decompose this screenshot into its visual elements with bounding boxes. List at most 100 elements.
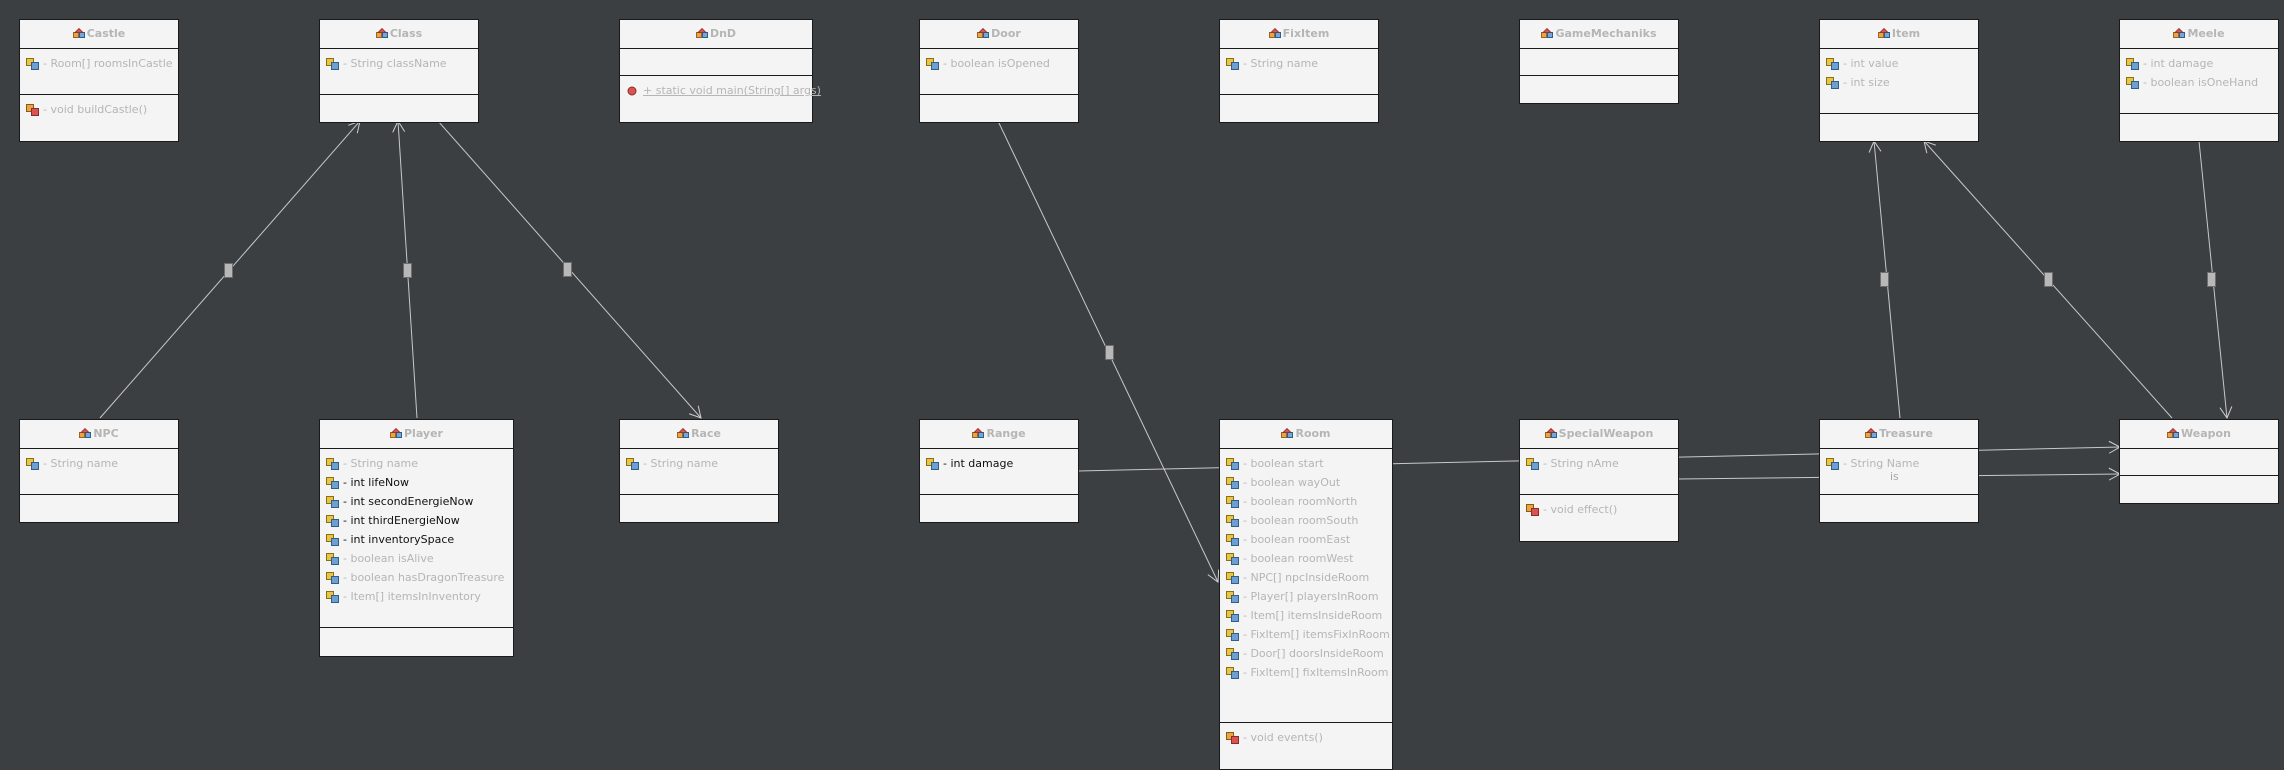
class-box-meele[interactable]: Meele - int damage- boolean isOneHand: [2119, 19, 2279, 142]
attribute-row[interactable]: - FixItem[] itemsFixInRoom: [1220, 625, 1392, 644]
class-name: Player: [404, 427, 443, 440]
attribute-row[interactable]: - boolean isOpened: [920, 54, 1078, 73]
class-box-castle[interactable]: Castle- Room[] roomsInCastle- void build…: [19, 19, 179, 142]
attribute-row[interactable]: - NPC[] npcInsideRoom: [1220, 568, 1392, 587]
attribute-row[interactable]: - boolean roomEast: [1220, 530, 1392, 549]
edge-marker-player-class: [403, 263, 412, 278]
field-icon: [1226, 571, 1240, 590]
class-box-room[interactable]: Room- boolean start- boolean wayOut- boo…: [1219, 419, 1393, 770]
attribute-text: - boolean roomEast: [1243, 533, 1351, 546]
class-box-gamemechaniks[interactable]: GameMechaniks: [1519, 19, 1679, 104]
attribute-row[interactable]: - boolean isAlive: [320, 549, 513, 568]
class-icon: [1268, 22, 1281, 50]
class-name: Door: [991, 27, 1021, 40]
class-icon: [79, 422, 92, 450]
attribute-row[interactable]: - int lifeNow: [320, 473, 513, 492]
field-icon: [1526, 457, 1540, 476]
attribute-text: - int value: [1843, 57, 1899, 70]
field-icon: [1826, 457, 1840, 476]
class-box-fixitem[interactable]: FixItem- String name: [1219, 19, 1379, 123]
attribute-row[interactable]: - int thirdEnergieNow: [320, 511, 513, 530]
class-box-class[interactable]: Class- String className: [319, 19, 479, 123]
class-icon: [1281, 422, 1294, 450]
method-row[interactable]: - void buildCastle(): [20, 100, 178, 119]
attribute-text: - boolean hasDragonTreasure: [343, 571, 505, 584]
field-icon: [1226, 552, 1240, 571]
attribute-row[interactable]: - Item[] itemsInsideRoom: [1220, 606, 1392, 625]
methods-section: [1520, 76, 1678, 103]
class-box-dnd[interactable]: DnD+ static void main(String[] args): [619, 19, 821, 123]
method-row[interactable]: + static void main(String[] args): [620, 81, 821, 100]
attribute-row[interactable]: - boolean roomSouth: [1220, 511, 1392, 530]
class-title: NPC: [20, 420, 178, 449]
attribute-row[interactable]: - Player[] playersInRoom: [1220, 587, 1392, 606]
class-icon: [1877, 22, 1890, 50]
attribute-row[interactable]: - String name: [620, 454, 778, 473]
attribute-row[interactable]: - boolean hasDragonTreasure: [320, 568, 513, 587]
attribute-row[interactable]: - boolean roomNorth: [1220, 492, 1392, 511]
attribute-row[interactable]: - boolean isOneHand: [2120, 73, 2278, 92]
attribute-text: - int lifeNow: [343, 476, 410, 489]
attribute-row[interactable]: - String name: [20, 454, 178, 473]
class-box-range[interactable]: Range - int damage: [919, 419, 1079, 523]
attribute-row[interactable]: - int inventorySpace: [320, 530, 513, 549]
method-row[interactable]: - void effect(): [1520, 500, 1678, 519]
attribute-row[interactable]: - int damage: [2120, 54, 2278, 73]
class-title: Meele: [2120, 20, 2278, 49]
attribute-row[interactable]: - int size: [1820, 73, 1978, 92]
class-box-treasure[interactable]: Treasure- String Name: [1819, 419, 1979, 523]
attribute-row[interactable]: - String name: [1220, 54, 1378, 73]
class-box-door[interactable]: Door - boolean isOpened: [919, 19, 1079, 123]
class-box-player[interactable]: Player - String name - int lifeNow - int se…: [319, 419, 514, 657]
field-icon: [1226, 495, 1240, 514]
class-box-specialweapon[interactable]: SpecialWeapon- String nAme- void effect(…: [1519, 419, 1679, 542]
method-icon: [1526, 503, 1540, 522]
field-icon: [1226, 476, 1240, 495]
attribute-row[interactable]: - Item[] itemsInInventory: [320, 587, 513, 606]
attribute-row[interactable]: - boolean roomWest: [1220, 549, 1392, 568]
class-name: Weapon: [2181, 427, 2231, 440]
class-name: Range: [986, 427, 1026, 440]
class-box-weapon[interactable]: Weapon: [2119, 419, 2279, 504]
attribute-row[interactable]: - String Name: [1820, 454, 1978, 473]
field-icon: [326, 552, 340, 571]
methods-section: [920, 495, 1078, 522]
attribute-row[interactable]: - Room[] roomsInCastle: [20, 54, 178, 73]
attribute-row[interactable]: - Door[] doorsInsideRoom: [1220, 644, 1392, 663]
attribute-text: - String name: [1243, 57, 1318, 70]
attribute-row[interactable]: - String nAme: [1520, 454, 1678, 473]
field-icon: [1226, 609, 1240, 628]
attribute-row[interactable]: - String name: [320, 454, 513, 473]
field-icon: [326, 457, 340, 476]
attribute-row[interactable]: - String className: [320, 54, 478, 73]
edge-marker-weapon-item: [2044, 272, 2053, 287]
class-box-npc[interactable]: NPC - String name: [19, 419, 179, 523]
attribute-row[interactable]: - int damage: [920, 454, 1078, 473]
class-icon: [72, 22, 85, 50]
attribute-row[interactable]: - boolean wayOut: [1220, 473, 1392, 492]
field-icon: [2126, 57, 2140, 76]
attribute-row[interactable]: - int secondEnergieNow: [320, 492, 513, 511]
field-icon: [326, 533, 340, 552]
class-name: NPC: [93, 427, 119, 440]
attributes-section: [2120, 449, 2278, 476]
edge-marker-door-room: [1105, 345, 1114, 360]
class-title: Room: [1220, 420, 1392, 449]
class-name: Item: [1891, 27, 1921, 40]
attributes-section: - String name: [1220, 49, 1378, 95]
field-icon: [326, 590, 340, 609]
attribute-text: - String name: [343, 457, 418, 470]
method-row[interactable]: - void events(): [1220, 728, 1392, 747]
field-icon: [326, 495, 340, 514]
attribute-row[interactable]: - boolean start: [1220, 454, 1392, 473]
class-box-item[interactable]: Item - int value - int size: [1819, 19, 1979, 142]
methods-section: - void buildCastle(): [20, 95, 178, 141]
attribute-row[interactable]: - int value: [1820, 54, 1978, 73]
class-box-race[interactable]: Race- String name: [619, 419, 779, 523]
field-icon: [1226, 457, 1240, 476]
attribute-text: - Player[] playersInRoom: [1243, 590, 1379, 603]
field-icon: [1226, 533, 1240, 552]
class-title: Weapon: [2120, 420, 2278, 449]
attributes-section: - String name - int lifeNow - int secondEn…: [320, 449, 513, 628]
attribute-row[interactable]: - FixItem[] fixItemsInRoom: [1220, 663, 1392, 682]
